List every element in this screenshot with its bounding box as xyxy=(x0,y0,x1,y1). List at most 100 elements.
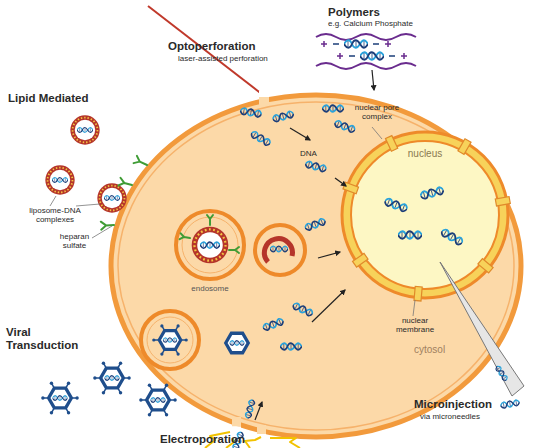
transport-arrow xyxy=(312,290,345,322)
part-label: heparan sulfate xyxy=(52,233,97,251)
organelle-label: nucleus xyxy=(340,148,510,159)
nuclear-pore xyxy=(495,197,510,206)
nuclear-pore xyxy=(343,182,359,193)
heparan-sulfate xyxy=(118,178,133,189)
membrane-pore xyxy=(257,434,266,439)
virus-particle xyxy=(93,361,131,394)
endosome-outline xyxy=(174,209,246,281)
polymer-complex xyxy=(333,44,395,56)
heparan-sulfate xyxy=(134,156,149,169)
membrane-pore xyxy=(259,91,269,97)
laser-beam xyxy=(148,6,263,95)
part-label: nuclear pore complex xyxy=(350,104,404,122)
membrane-pore xyxy=(232,91,269,439)
viral-vesicle xyxy=(280,343,302,350)
viral-vesicle xyxy=(226,333,249,353)
method-title: Polymers xyxy=(328,6,380,19)
heparan-sulfate xyxy=(180,233,191,241)
dna-strand xyxy=(440,228,465,246)
viral-vesicle xyxy=(141,311,199,369)
dna-strand xyxy=(250,130,272,147)
breaking-endosome xyxy=(304,218,327,232)
polymer-complex xyxy=(360,52,384,60)
dna-strand xyxy=(419,186,444,199)
laser-beam xyxy=(148,6,263,95)
heparan-sulfate xyxy=(101,156,239,253)
transport-arrow xyxy=(290,128,310,140)
leader-line xyxy=(50,196,56,206)
liposome xyxy=(192,227,229,264)
organelle-label: endosome xyxy=(160,285,260,294)
transport-arrow xyxy=(255,402,262,420)
nuclear-pore xyxy=(385,136,397,152)
microneedle xyxy=(440,262,524,409)
microneedle xyxy=(495,365,509,382)
transport-arrow xyxy=(255,70,374,420)
membrane-pore xyxy=(259,97,269,106)
dna-strand xyxy=(232,105,464,448)
viral-vesicle xyxy=(262,318,285,332)
method-note: laser-assisted perforation xyxy=(178,55,268,64)
heparan-sulfate xyxy=(229,247,239,253)
method-title: Viral Transduction xyxy=(6,326,88,351)
dna-strand xyxy=(305,160,328,172)
endosome-membrane xyxy=(182,217,238,273)
leader-line xyxy=(413,300,415,316)
breaking-endosome xyxy=(264,239,292,262)
liposome xyxy=(97,183,126,212)
electroporation-field xyxy=(245,437,261,448)
leader-line xyxy=(76,204,100,206)
method-title: Lipid Mediated xyxy=(8,92,89,105)
part-label: liposome-DNA complexes xyxy=(22,207,88,225)
nucleus-circle: nucleus xyxy=(340,130,510,300)
dna-strand xyxy=(322,105,344,112)
method-note: via microneedles xyxy=(420,413,480,422)
membrane-pore xyxy=(257,425,266,434)
liposome xyxy=(45,165,74,194)
viral-vesicle xyxy=(292,302,314,317)
electroporation-field xyxy=(270,438,300,448)
part-label: DNA xyxy=(300,150,317,159)
method-title: Microinjection xyxy=(414,398,492,411)
membrane-pore xyxy=(232,417,241,427)
cell-membrane xyxy=(111,95,521,437)
liposome xyxy=(70,115,99,144)
dna-strand xyxy=(240,107,262,117)
heparan-sulfate xyxy=(207,215,213,225)
virus-particle xyxy=(139,383,177,416)
nuclear-envelope xyxy=(351,141,499,289)
dna-strand xyxy=(272,110,295,122)
viral-vesicle xyxy=(152,324,188,355)
dna-strand xyxy=(398,231,422,239)
transport-arrow xyxy=(335,178,346,186)
endosome-vesicle: endosome xyxy=(174,209,246,281)
microneedle xyxy=(500,399,520,408)
breaking-endosome xyxy=(270,246,288,252)
virus-particle xyxy=(41,361,177,416)
method-note: e.g. Calcium Phosphate xyxy=(328,20,413,29)
nuclear-pore xyxy=(343,136,510,301)
leader-line xyxy=(50,127,415,316)
nuclear-pore xyxy=(353,253,368,267)
nuclear-pore xyxy=(414,286,422,301)
transport-arrow xyxy=(318,252,340,258)
breaking-endosome xyxy=(255,225,305,275)
endosome-membrane xyxy=(176,211,244,279)
viral-vesicle xyxy=(141,302,314,369)
viral-vesicle xyxy=(147,317,193,363)
virus-particle xyxy=(41,381,79,414)
cell-body: cytosolnucleusendosome xyxy=(108,92,524,440)
nuclear-pore xyxy=(458,139,471,155)
heparan-sulfate xyxy=(101,221,114,230)
cell-membrane xyxy=(118,102,514,430)
method-title: Optoperforation xyxy=(168,40,256,53)
nuclear-pore xyxy=(478,259,493,273)
leader-line xyxy=(372,127,382,139)
part-label: nuclear membrane xyxy=(388,317,442,335)
polymer-complex xyxy=(316,63,416,69)
liposome xyxy=(45,115,228,263)
dna-strand xyxy=(245,399,256,419)
